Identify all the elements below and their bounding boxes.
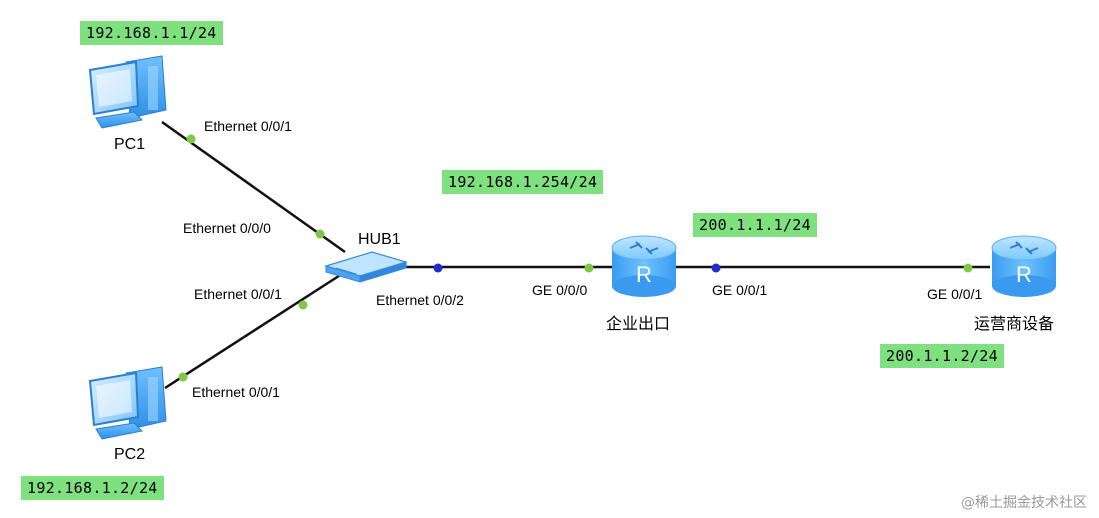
hub-icon[interactable]	[323, 251, 409, 283]
link-pc2-hub	[164, 270, 346, 390]
router-isp-icon[interactable]: R	[991, 235, 1057, 297]
pc2-icon[interactable]	[88, 366, 167, 440]
port-dot-r1-ge0	[584, 263, 594, 273]
port-label-r1-ge0: GE 0/0/0	[532, 282, 588, 298]
port-label-pc1: Ethernet 0/0/1	[204, 118, 292, 134]
port-dot-r1-ge1	[711, 263, 721, 273]
label-router-isp: 运营商设备	[974, 316, 1055, 333]
port-dot-pc2	[178, 372, 188, 382]
ip-tag-gateway: 192.168.1.254/24	[442, 170, 604, 194]
port-dot-hub-e2	[433, 263, 443, 273]
router-isp-glyph: R	[1016, 262, 1032, 287]
port-dot-r2-ge1	[963, 263, 973, 273]
port-label-r1-ge1: GE 0/0/1	[712, 282, 768, 298]
port-label-pc2: Ethernet 0/0/1	[192, 384, 280, 400]
pc1-icon[interactable]	[88, 55, 167, 129]
label-pc1: PC1	[114, 136, 146, 153]
label-pc2: PC2	[114, 446, 146, 463]
label-hub1: HUB1	[358, 231, 401, 248]
port-label-hub-e0: Ethernet 0/0/0	[183, 220, 271, 236]
port-dot-pc1	[186, 134, 196, 144]
port-label-hub-e2: Ethernet 0/0/2	[376, 292, 464, 308]
router-enterprise-glyph: R	[636, 262, 652, 287]
watermark: @稀土掘金技术社区	[961, 495, 1087, 511]
port-dot-hub-e1	[298, 300, 308, 310]
label-router-enterprise: 企业出口	[606, 316, 671, 333]
ip-tag-pc1: 192.168.1.1/24	[80, 21, 223, 45]
ip-tag-pc2: 192.168.1.2/24	[21, 476, 164, 500]
port-label-hub-e1: Ethernet 0/0/1	[194, 286, 282, 302]
port-dot-hub-e0	[315, 229, 325, 239]
ip-tag-isp: 200.1.1.2/24	[880, 344, 1004, 368]
ip-tag-enterprise-wan: 200.1.1.1/24	[693, 213, 817, 237]
link-pc1-hub	[161, 120, 346, 254]
router-enterprise-icon[interactable]: R	[611, 235, 677, 297]
port-label-r2-ge1: GE 0/0/1	[927, 286, 983, 302]
